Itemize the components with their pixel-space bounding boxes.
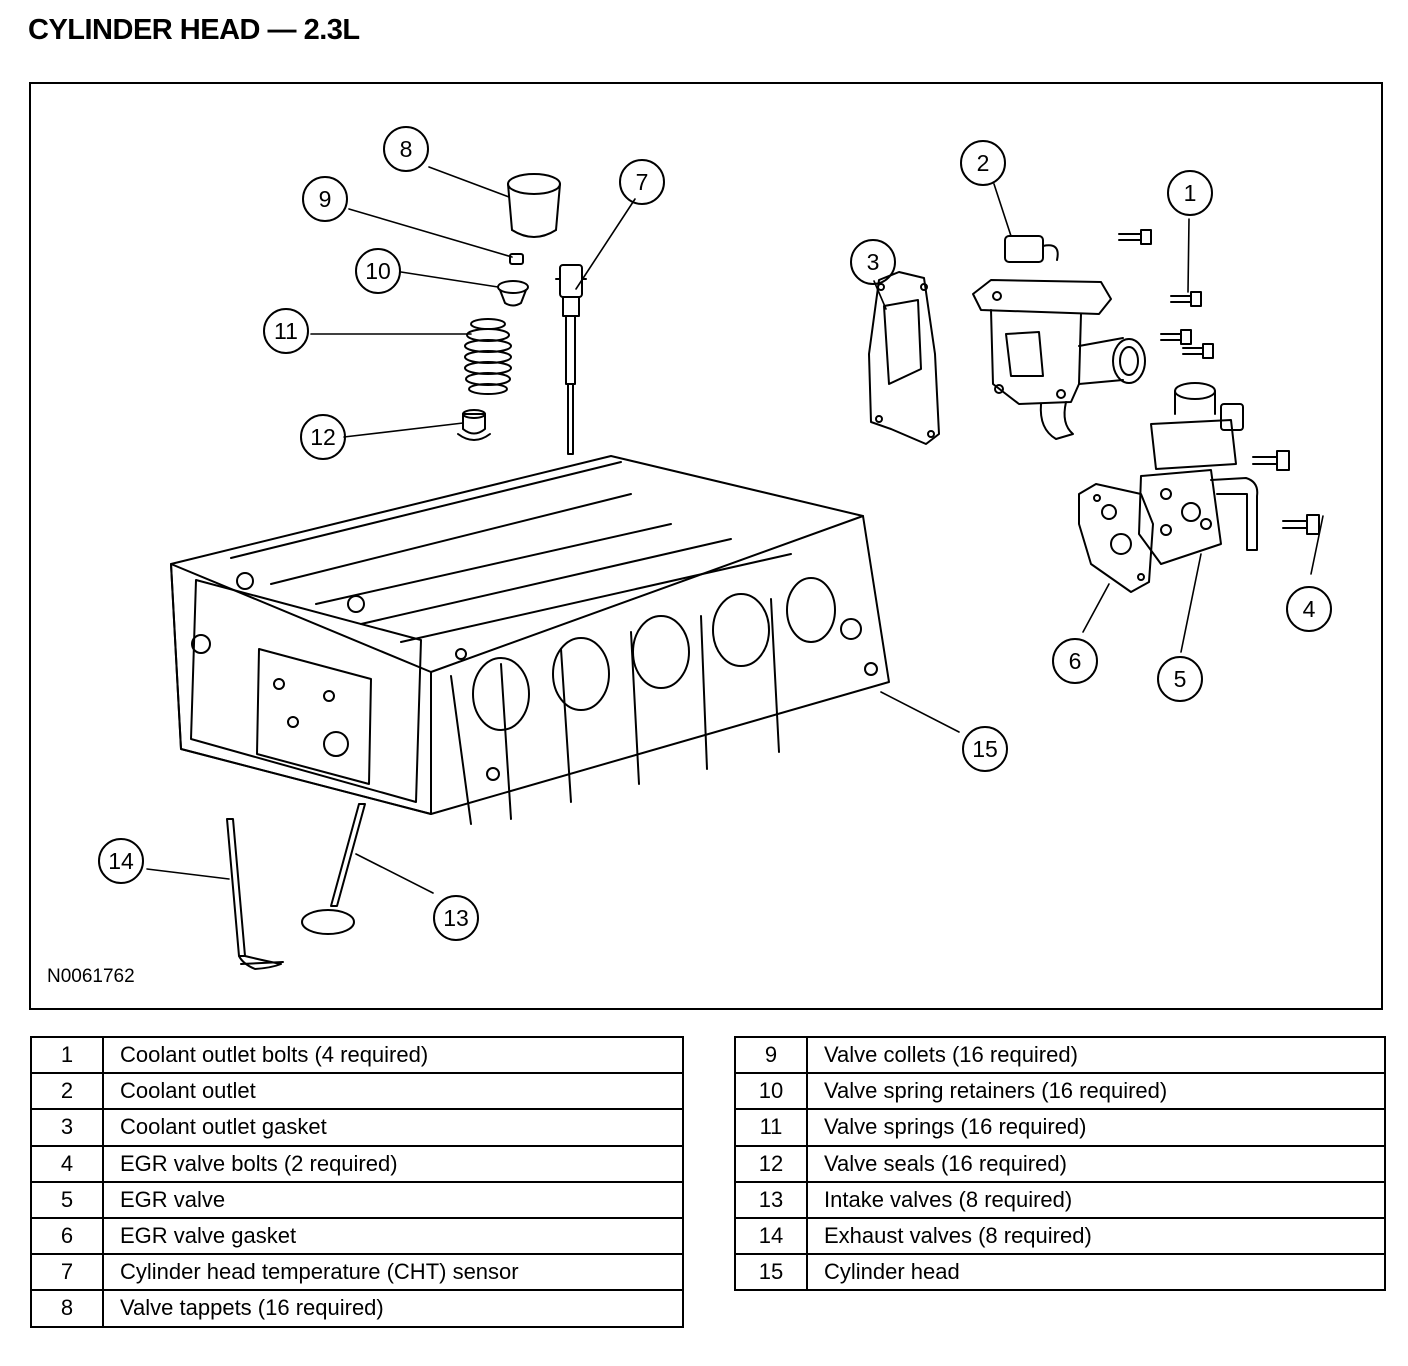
valve-seal-part bbox=[457, 409, 491, 441]
valve-tappet-part bbox=[507, 173, 561, 238]
legend-number: 2 bbox=[30, 1072, 104, 1111]
valve-spring-retainer-part bbox=[497, 280, 529, 307]
callout-10: 10 bbox=[365, 258, 391, 284]
callout-15: 15 bbox=[972, 736, 998, 762]
callout-4: 4 bbox=[1303, 596, 1316, 622]
exhaust-valve-part bbox=[226, 818, 284, 970]
legend-description: Valve springs (16 required) bbox=[806, 1108, 1386, 1147]
legend-description: Exhaust valves (8 required) bbox=[806, 1216, 1386, 1256]
callout-7: 7 bbox=[636, 169, 649, 195]
callout-9: 9 bbox=[319, 186, 332, 212]
callout-13: 13 bbox=[443, 905, 469, 931]
legend-number: 12 bbox=[734, 1144, 808, 1183]
exploded-view-figure: 1 2 3 4 5 6 7 8 9 10 11 12 13 14 15 N006… bbox=[29, 82, 1383, 1010]
legend-number: 3 bbox=[30, 1108, 104, 1147]
callout-bubbles bbox=[98, 126, 1332, 941]
egr-valve-bolts-part bbox=[1252, 450, 1320, 535]
callout-3: 3 bbox=[867, 249, 880, 275]
legend-description: EGR valve bbox=[102, 1180, 684, 1219]
legend-number: 15 bbox=[734, 1253, 808, 1292]
coolant-outlet-gasket-part bbox=[868, 271, 940, 445]
legend-number: 9 bbox=[734, 1035, 808, 1075]
cht-sensor-part bbox=[555, 264, 587, 455]
legend-number: 14 bbox=[734, 1216, 808, 1256]
legend-number: 13 bbox=[734, 1180, 808, 1219]
legend-number: 4 bbox=[30, 1144, 104, 1183]
legend-description: Cylinder head temperature (CHT) sensor bbox=[102, 1253, 684, 1292]
egr-valve-part bbox=[1138, 382, 1259, 565]
valve-spring-part bbox=[464, 318, 512, 395]
callout-5: 5 bbox=[1174, 666, 1187, 692]
legend-description: Valve spring retainers (16 required) bbox=[806, 1072, 1386, 1111]
legend-description: Coolant outlet bolts (4 required) bbox=[102, 1035, 684, 1075]
callout-2: 2 bbox=[977, 150, 990, 176]
cylinder-head-part bbox=[170, 455, 890, 825]
callout-1: 1 bbox=[1184, 180, 1197, 206]
legend-number: 7 bbox=[30, 1253, 104, 1292]
legend-description: Coolant outlet gasket bbox=[102, 1108, 684, 1147]
callout-14: 14 bbox=[108, 848, 134, 874]
legend-number: 10 bbox=[734, 1072, 808, 1111]
legend-number: 1 bbox=[30, 1035, 104, 1075]
coolant-outlet-part bbox=[972, 235, 1146, 440]
page-title: CYLINDER HEAD — 2.3L bbox=[28, 14, 360, 46]
legend-description: Valve collets (16 required) bbox=[806, 1035, 1386, 1075]
exploded-view-drawing: 1 2 3 4 5 6 7 8 9 10 11 12 13 14 15 bbox=[98, 126, 1332, 970]
legend-description: Valve seals (16 required) bbox=[806, 1144, 1386, 1183]
callout-leader-lines bbox=[146, 166, 1324, 894]
egr-valve-gasket-part bbox=[1078, 483, 1154, 593]
callout-6: 6 bbox=[1069, 648, 1082, 674]
legend-description: Coolant outlet bbox=[102, 1072, 684, 1111]
legend-number: 6 bbox=[30, 1216, 104, 1256]
legend-description: EGR valve bolts (2 required) bbox=[102, 1144, 684, 1183]
legend-number: 8 bbox=[30, 1289, 104, 1328]
legend-description: Cylinder head bbox=[806, 1253, 1386, 1292]
legend-description: Intake valves (8 required) bbox=[806, 1180, 1386, 1219]
coolant-outlet-bolts-part bbox=[1118, 229, 1214, 359]
intake-valve-part bbox=[301, 803, 366, 935]
legend-description: Valve tappets (16 required) bbox=[102, 1289, 684, 1328]
legend-description: EGR valve gasket bbox=[102, 1216, 684, 1256]
figure-code: N0061762 bbox=[47, 966, 135, 987]
valve-collet-part bbox=[509, 253, 524, 265]
legend-number: 11 bbox=[734, 1108, 808, 1147]
callout-12: 12 bbox=[310, 424, 336, 450]
callout-11: 11 bbox=[274, 318, 298, 344]
legend-number: 5 bbox=[30, 1180, 104, 1219]
callout-8: 8 bbox=[400, 136, 413, 162]
